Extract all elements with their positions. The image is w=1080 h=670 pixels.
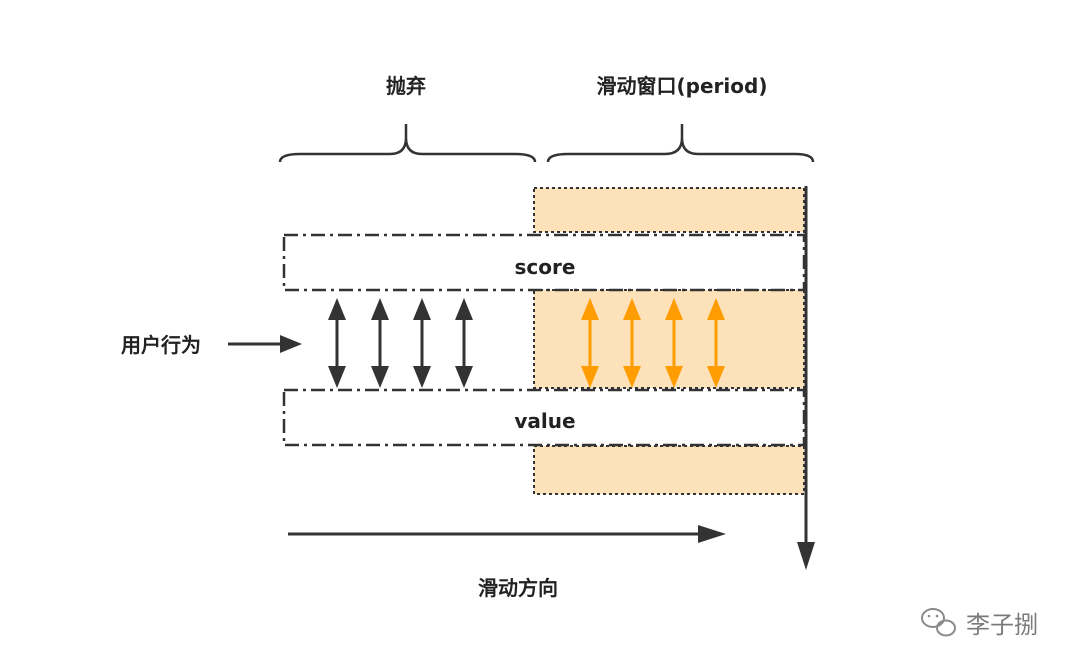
wechat-icon (921, 608, 956, 637)
user-behavior-arrow (228, 335, 302, 353)
discard-label: 抛弃 (386, 74, 426, 98)
score-band (282, 233, 806, 292)
dark-double-arrow (413, 298, 431, 388)
vertical-arrow (797, 186, 815, 570)
dark-arrows (328, 298, 473, 388)
dark-double-arrow (371, 298, 389, 388)
window-brace (546, 124, 815, 163)
discard-brace (278, 124, 537, 163)
value-band (282, 388, 806, 447)
orange-double-arrow (623, 298, 641, 388)
value-label: value (514, 409, 575, 433)
window-label: 滑动窗口(period) (597, 74, 768, 98)
orange-double-arrow (581, 298, 599, 388)
slide-direction-label: 滑动方向 (478, 576, 558, 600)
dark-double-arrow (328, 298, 346, 388)
window-block-top (533, 187, 805, 233)
watermark-text: 李子捌 (966, 611, 1038, 639)
orange-double-arrow (707, 298, 725, 388)
window-block-bottom (533, 445, 805, 495)
score-label: score (515, 255, 576, 279)
slide-direction-arrow (288, 525, 726, 543)
dark-double-arrow (455, 298, 473, 388)
orange-double-arrow (665, 298, 683, 388)
orange-arrows (581, 298, 725, 388)
user-behavior-label: 用户行为 (121, 333, 201, 357)
